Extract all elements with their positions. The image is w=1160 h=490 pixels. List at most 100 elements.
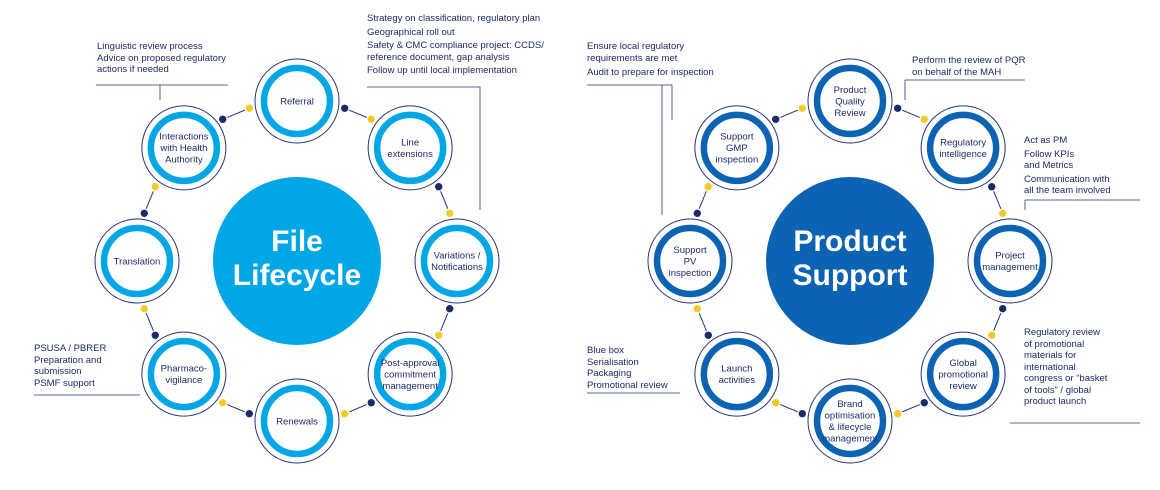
- note-line: requirements are met: [587, 52, 678, 64]
- yellow-dot: [366, 114, 377, 125]
- node-label-line: Translation: [114, 256, 161, 267]
- navy-dot: [770, 114, 781, 125]
- node-translation: Translation: [94, 218, 180, 304]
- node-label-line: Pharmaco-: [161, 364, 207, 375]
- hub-label-line: File: [271, 225, 323, 258]
- note-line: all the team involved: [1024, 185, 1111, 196]
- note-line: materials for: [1024, 350, 1077, 361]
- node-inner-ring: [813, 384, 887, 458]
- node-label-line: with Health: [159, 143, 207, 154]
- node-inner-ring: [813, 64, 887, 138]
- note-line: of promotional: [1024, 338, 1085, 350]
- yellow-dot: [139, 303, 150, 314]
- node-referral: Referral: [254, 58, 340, 144]
- note-launch: Blue box Serialisation Packaging Promoti…: [587, 345, 668, 391]
- note-line: Promotional review: [587, 379, 668, 391]
- yellow-dot: [770, 397, 781, 408]
- note-line: Communication with: [1024, 173, 1110, 185]
- note-line: Linguistic review process: [97, 41, 203, 52]
- note-line: PSMF support: [34, 377, 95, 389]
- hub-circle: [766, 177, 934, 345]
- node-label-line: extensions: [387, 149, 433, 160]
- node-label-line: Regulatory: [940, 137, 986, 148]
- yellow-dot: [703, 181, 714, 192]
- note-line: Preparation and: [34, 354, 102, 366]
- node-label-line: inspection: [715, 155, 758, 166]
- node-inner-ring: [926, 111, 1000, 185]
- node-inner-ring: [373, 111, 447, 185]
- yellow-dot: [692, 303, 703, 314]
- node-label-line: Notifications: [431, 262, 483, 273]
- hub-label-line: Lifecycle: [233, 259, 361, 292]
- yellow-dot: [444, 208, 455, 219]
- yellow-dot: [919, 114, 930, 125]
- node-label-line: Interactions: [159, 132, 208, 143]
- node-inner-ring: [100, 224, 174, 298]
- node-label-line: GMP: [726, 143, 748, 154]
- node-inner-ring: [653, 224, 727, 298]
- node-label-line: activities: [719, 375, 756, 386]
- node-label-line: Support: [720, 132, 754, 143]
- yellow-dot: [892, 408, 903, 419]
- note-line: product launch: [1024, 396, 1087, 407]
- note-line: Serialisation: [587, 356, 639, 368]
- note-line: Safety & CMC compliance project: CCDS/: [367, 40, 544, 51]
- note-line: international: [1024, 361, 1076, 373]
- note-line: submission: [34, 366, 82, 377]
- node-label-line: Referral: [280, 96, 314, 107]
- node-label-line: vigilance: [165, 375, 202, 386]
- note-line: PSUSA / PBRER: [34, 343, 107, 354]
- yellow-dot: [433, 330, 444, 341]
- node-label-line: Renewals: [276, 416, 318, 427]
- navy-dot: [986, 181, 997, 192]
- note-connector: [587, 84, 673, 120]
- note-line: of tools” / global: [1024, 384, 1092, 396]
- node-label-line: management: [822, 434, 878, 445]
- node-label-line: Product: [834, 85, 867, 96]
- node-inner-ring: [973, 224, 1047, 298]
- navy-dot: [339, 103, 350, 114]
- navy-dot: [919, 397, 930, 408]
- node-inner-ring: [147, 337, 221, 411]
- node-label-line: review: [949, 381, 977, 392]
- navy-dot: [703, 330, 714, 341]
- node-inner-ring: [260, 64, 334, 138]
- navy-dot: [997, 303, 1008, 314]
- hub-circle: [213, 177, 381, 345]
- node-label-line: promotional: [938, 369, 988, 380]
- node-inner-ring: [147, 111, 221, 185]
- node-label-line: Line: [401, 137, 419, 148]
- node-inner-ring: [700, 337, 774, 411]
- note-line: Regulatory review: [1024, 327, 1101, 338]
- node-label-line: management: [382, 381, 438, 392]
- yellow-dot: [797, 103, 808, 114]
- node-label-line: Brand: [837, 399, 862, 410]
- navy-dot: [217, 114, 228, 125]
- note-line: Act as PM: [1024, 135, 1068, 146]
- yellow-dot: [986, 330, 997, 341]
- navy-dot: [444, 303, 455, 314]
- navy-dot: [366, 397, 377, 408]
- note-line: actions if needed: [97, 64, 169, 75]
- note-line: Perform the review of PQR: [912, 55, 1026, 66]
- node-label-line: Variations /: [434, 251, 481, 262]
- navy-dot: [139, 208, 150, 219]
- node-renewals: Renewals: [254, 378, 340, 464]
- note-pqr: Perform the review of PQR on behalf of t…: [912, 55, 1026, 78]
- node-label-line: intelligence: [939, 149, 987, 160]
- node-label-line: & lifecycle: [829, 422, 872, 433]
- note-line: reference document, gap analysis: [367, 51, 510, 63]
- navy-dot: [244, 408, 255, 419]
- node-variations: Variations /Notifications: [414, 218, 500, 304]
- note-line: Blue box: [587, 345, 624, 356]
- note-local-requirements: Ensure local regulatory requirements are…: [587, 41, 714, 79]
- note-connector: [367, 86, 481, 210]
- note-line: Geographical roll out: [367, 26, 455, 38]
